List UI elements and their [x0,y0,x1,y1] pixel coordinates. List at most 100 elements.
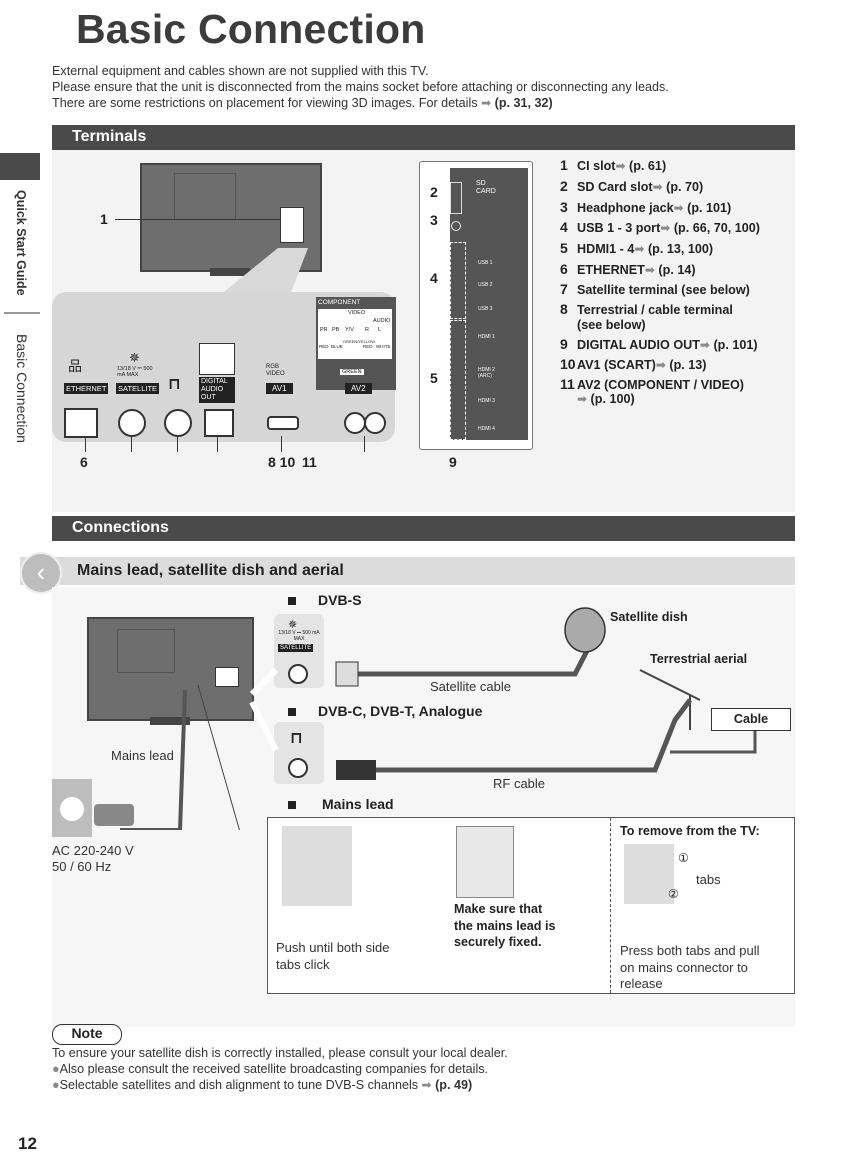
digital-audio-label: DIGITAL AUDIO OUT [199,377,235,403]
av2-color-red-2: RED [363,344,373,349]
legend-ref[interactable]: (p. 14) [654,263,696,277]
callout-11: 11 [302,454,317,470]
mains-heading: Mains lead [288,796,394,812]
legend-number: 4 [560,219,568,235]
connections-header-label: Connections [72,519,169,536]
legend-text: (see below) [577,318,646,332]
audio-label: AUDIO [373,318,391,324]
socket-face [60,797,84,821]
zoom-shape [220,248,308,295]
callout-7-line [131,436,132,452]
terrestrial-aerial-label: Terrestrial aerial [650,652,748,666]
arrow-right-icon: ➡ [481,96,492,110]
antenna-icon-2: ⊓ [290,730,303,747]
hdmi-ports [450,320,466,440]
rf-port-2 [288,758,308,778]
legend-ref[interactable]: (p. 101) [709,338,758,352]
callout-1: 1 [100,211,108,227]
sd-card-label: SD CARD [476,180,496,195]
legend-number: 8 [560,301,568,317]
callout-1-line [115,219,280,220]
legend-text: AV2 (COMPONENT / VIDEO) [577,378,744,392]
satellite-icon: ✵ [129,350,140,365]
legend-text: CI slot [577,159,616,173]
ethernet-port [64,408,98,438]
arrow-right-icon: ➡ [634,242,645,256]
legend-ref[interactable]: (p. 100) [587,392,635,406]
terminals-header-label: Terminals [72,128,147,145]
intro-ref[interactable]: (p. 31, 32) [494,96,553,110]
note-line3: ●Selectable satellites and dish alignmen… [52,1078,473,1092]
av2-port-2 [364,412,386,434]
side-tab-basic-connection[interactable]: Basic Connection [14,334,30,443]
note-badge: Note [52,1024,122,1045]
legend-ref[interactable]: (p. 61) [625,159,667,173]
legend-ref[interactable]: (p. 66, 70, 100) [670,221,760,235]
av2-port-1 [344,412,366,434]
antenna-icon: ⊓ [168,376,181,393]
satellite-dish-label: Satellite dish [610,610,688,624]
arrow-right-icon: ➡ [652,180,663,194]
legend-ref[interactable]: (p. 70) [662,180,704,194]
legend-number: 5 [560,240,568,256]
callout-2: 2 [430,184,438,200]
satellite-cable-label: Satellite cable [430,679,511,694]
mains-heading-text: Mains lead [322,796,394,812]
page-number: 12 [18,1134,37,1153]
panel2-line1: Make sure that [454,902,543,916]
satellite-spec: 13/18 V ⎓ 500 mA MAX [117,366,153,378]
legend-ref[interactable]: (p. 101) [683,201,732,215]
av2-color-white: WHITE [376,344,391,349]
legend-number: 6 [560,261,568,277]
panel3-line3: release [620,976,663,991]
satellite-connector-panel: ✵ 13/18 V ⎓ 500 mA MAX SATELLITE [274,614,324,688]
satellite-icon-2: ✵ [288,619,298,631]
panel1-illustration [282,826,352,906]
callout-6-line [85,436,86,452]
note-line1: To ensure your satellite dish is correct… [52,1046,508,1060]
tv-rear-panel [174,173,236,220]
legend-ref[interactable]: (p. 13) [665,358,707,372]
hdmi4-label: HDMI 4 [478,426,495,432]
arrow-right-icon: ➡ [655,358,666,372]
callout-8-10: 8 10 [268,454,296,470]
side-tab-quick-start[interactable]: Quick Start Guide [14,190,28,296]
callout-9-line [217,436,218,452]
callout-3: 3 [430,212,438,228]
legend-text: DIGITAL AUDIO OUT [577,338,700,352]
tv-rear-panel-2 [117,629,175,673]
panel3-divider [610,818,611,993]
cable-box: Cable [711,708,791,731]
usb-ports [450,242,466,319]
side-panel-body [450,168,528,440]
legend-number: 3 [560,199,568,215]
panel3-illustration [624,844,674,904]
tv-rear-terminals [280,207,304,243]
intro-line-3-text: There are some restrictions on placement… [52,96,478,110]
panel2-illustration [456,826,514,898]
cables-drawing [120,607,757,830]
arrow-right-icon: ➡ [615,159,626,173]
intro-line-1: External equipment and cables shown are … [52,64,429,78]
legend-number: 2 [560,178,568,194]
dvbc-text: DVB-C, DVB-T, Analogue [318,703,483,719]
arrow-right-icon: ➡ [660,221,671,235]
av2-col-pb: PB [332,327,340,333]
legend-number: 11 [560,376,575,392]
panel3-line2: on mains connector to [620,960,748,975]
sat-label-2: SATELLITE [278,644,314,652]
callout-5: 5 [430,370,438,386]
note-ref[interactable]: (p. 49) [435,1078,473,1092]
av2-col-pr: PR [320,327,328,333]
terrestrial-port [164,409,192,437]
sd-card-slot [450,182,462,214]
legend-ref[interactable]: (p. 13, 100) [644,242,714,256]
plug-icon [94,804,134,826]
mains-lead-label: Mains lead [111,748,174,763]
page-title: Basic Connection [76,6,426,52]
arrow-right-icon: ➡ [699,338,710,352]
tv-stand [210,268,250,276]
